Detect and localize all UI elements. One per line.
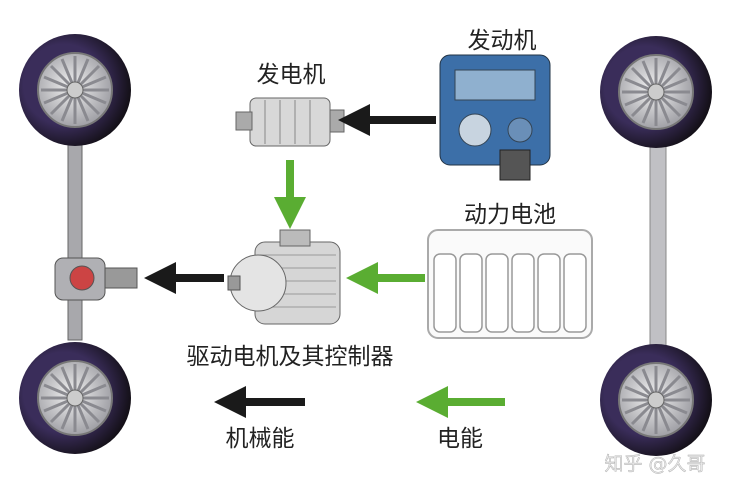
motor-label: 驱动电机及其控制器 [187, 344, 394, 370]
wheel-rear-right [598, 342, 714, 458]
engine-label: 发动机 [468, 28, 537, 54]
front-axle-shaft [67, 139, 83, 341]
drive-motor-image [227, 229, 341, 325]
battery-label: 动力电池 [464, 202, 556, 228]
generator-image [235, 97, 345, 147]
wheel-front-right [17, 340, 133, 456]
wheel-rear-left [598, 34, 714, 150]
wheel-front-left [17, 32, 133, 148]
legend-electrical-label: 电能 [437, 426, 483, 452]
legend-mechanical-label: 机械能 [226, 426, 295, 452]
watermark: 知乎 @久哥 [604, 453, 705, 475]
generator-label: 发电机 [257, 62, 326, 88]
battery-pack-image [427, 229, 593, 339]
engine-image [439, 54, 551, 181]
rear-axle-shaft [649, 139, 667, 351]
differential-gearbox [54, 257, 138, 301]
